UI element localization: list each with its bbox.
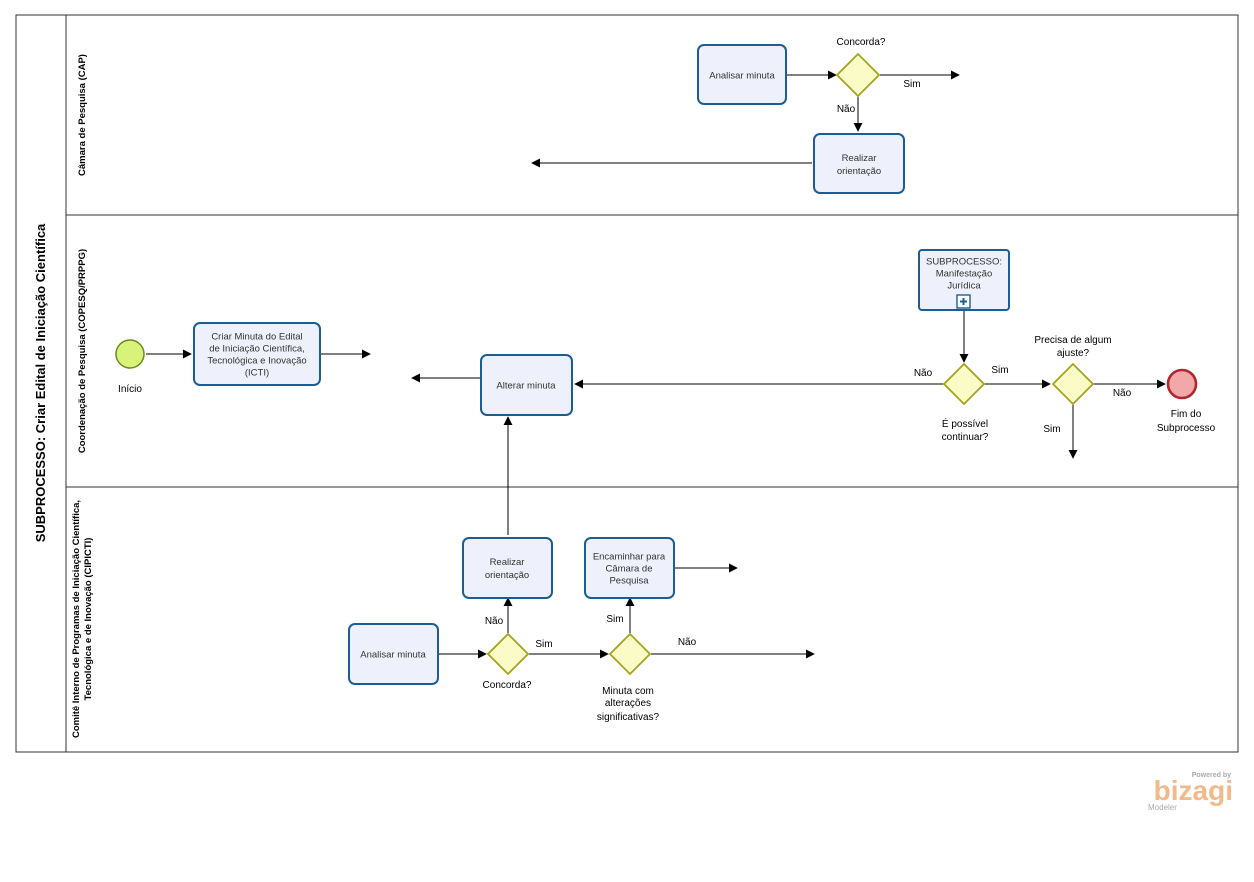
flow-label-cipicti-nao: Não	[485, 616, 504, 627]
flow-label-possivel-nao: Não	[914, 368, 933, 379]
task-cipicti-analisar-minuta[interactable]: Analisar minuta	[348, 623, 439, 685]
gateway-precisa-ajuste[interactable]	[1051, 362, 1095, 406]
flow-labels: Sim Não Não Sim Não Sim Não Sim Sim Não	[485, 79, 1132, 650]
gateway-possivel-label-line2: continuar?	[942, 432, 989, 443]
events: Início Fim do Subprocesso	[115, 339, 1216, 434]
start-event-label: Início	[118, 384, 142, 395]
task-label-line: Analisar minuta	[360, 650, 426, 661]
task-box	[584, 537, 675, 599]
flow-label-alteracoes-sim: Sim	[606, 614, 623, 625]
logo-product: Modeler	[1148, 803, 1177, 812]
task-label-line: orientação	[837, 166, 881, 177]
task-label-line: Realizar	[490, 557, 525, 568]
task-label-line: Câmara de	[606, 564, 653, 575]
task-box	[348, 623, 439, 685]
pool-title: SUBPROCESSO: Criar Edital de Iniciação C…	[33, 223, 48, 542]
flow-label-alteracoes-nao: Não	[678, 637, 697, 648]
gateway-possivel-continuar[interactable]	[942, 362, 986, 406]
logo-powered-by: Powered by	[1192, 772, 1231, 779]
task-box	[918, 249, 1010, 311]
bizagi-logo: Powered by bizagi Modeler	[1148, 772, 1233, 812]
tasks: Analisar minuta Realizar orientação SUBPR…	[193, 44, 1010, 685]
task-label-line: Tecnológica e Inovação	[207, 356, 306, 367]
task-box	[480, 354, 573, 416]
end-event[interactable]	[1166, 368, 1198, 400]
task-label-line: Pesquisa	[609, 576, 649, 587]
sequence-flows	[146, 70, 1166, 659]
gateway-cipicti-concorda-label: Concorda?	[483, 680, 532, 691]
flow-label-cipicti-sim: Sim	[535, 639, 552, 650]
task-label-line: Alterar minuta	[496, 381, 556, 392]
lane-title-cap: Câmara de Pesquisa (CAP)	[77, 54, 88, 176]
lane-title-cipicti-line2: Tecnológica e de Inovação (CIPICTI)	[83, 538, 94, 701]
task-label-line: Encaminhar para	[593, 552, 666, 563]
task-label: Realizar orientação	[837, 153, 881, 177]
gateway-alteracoes-label-line3: significativas?	[597, 712, 660, 723]
task-label-line: Manifestação	[936, 269, 993, 280]
start-event[interactable]	[115, 339, 145, 369]
task-label-line: Criar Minuta do Edital	[211, 332, 302, 343]
gateway-alteracoes-label-line2: alterações	[605, 698, 651, 709]
gateway-cipicti-concorda[interactable]	[486, 632, 530, 676]
gateway-cap-concorda[interactable]	[835, 52, 881, 98]
task-box	[462, 537, 553, 599]
task-label: Analisar minuta	[709, 71, 775, 82]
task-alterar-minuta[interactable]: Alterar minuta	[480, 354, 573, 416]
gateways: Concorda? É possível continuar? Precisa …	[483, 37, 1112, 723]
task-label-line: orientação	[485, 570, 529, 581]
gateway-ajuste-label-line1: Precisa de algum	[1034, 335, 1111, 346]
task-label-line: (ICTI)	[245, 368, 269, 379]
task-cap-realizar-orientacao[interactable]: Realizar orientação	[813, 133, 905, 194]
lane-title-copesq: Coordenação de Pesquisa (COPESQ/PRPPG)	[77, 249, 88, 453]
flow-label-possivel-sim: Sim	[991, 365, 1008, 376]
gateway-alteracoes-significativas[interactable]	[608, 632, 652, 676]
flow-label-cap-nao: Não	[837, 104, 856, 115]
task-label-line: Jurídica	[947, 281, 981, 292]
task-box	[813, 133, 905, 194]
gateway-alteracoes-label-line1: Minuta com	[602, 686, 654, 697]
flow-label-ajuste-nao: Não	[1113, 388, 1132, 399]
gateway-possivel-label-line1: É possível	[942, 417, 988, 430]
gateway-cap-concorda-label: Concorda?	[837, 37, 886, 48]
task-box	[697, 44, 787, 105]
end-event-label-line2: Subprocesso	[1157, 423, 1216, 434]
task-cipicti-realizar-orientacao[interactable]: Realizar orientação	[462, 537, 553, 599]
task-label-line: de Iniciação Científica,	[209, 344, 305, 355]
lane-title-cipicti-line1: Comitê Interno de Programas de Iniciação…	[71, 500, 82, 738]
task-label: Realizar orientação	[485, 557, 529, 581]
task-label-line: Realizar	[842, 153, 877, 164]
task-box	[193, 322, 321, 386]
task-label-line: Analisar minuta	[709, 71, 775, 82]
logo-brand: bizagi	[1154, 775, 1233, 806]
flow-label-ajuste-sim: Sim	[1043, 424, 1060, 435]
gateway-ajuste-label-line2: ajuste?	[1057, 348, 1090, 359]
expand-subprocess-icon[interactable]	[956, 294, 971, 309]
task-cap-analisar-minuta[interactable]: Analisar minuta	[697, 44, 787, 105]
task-label: Alterar minuta	[496, 381, 556, 392]
end-event-label-line1: Fim do	[1171, 409, 1202, 420]
flow-label-cap-sim: Sim	[903, 79, 920, 90]
task-label: Analisar minuta	[360, 650, 426, 661]
task-label-line: SUBPROCESSO:	[926, 257, 1002, 268]
